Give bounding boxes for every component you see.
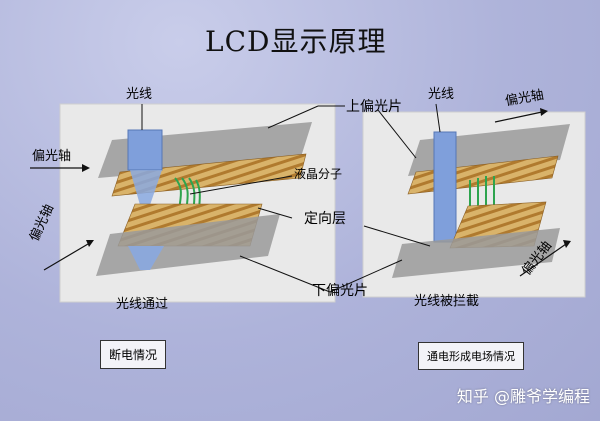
leader-lines [141,103,441,293]
left-axis-bottom-arrow [43,243,89,271]
left-axis-bottom-arrowhead [86,240,94,247]
left-light-label: 光线 [126,87,153,102]
left-upper-alignment-layer [111,153,307,197]
lc-molecule-label: 液晶分子 [294,167,343,181]
left-exit-light [128,246,164,270]
left-caption: 光线通过 [116,297,169,312]
lower-polarizer-label: 下偏光片 [312,283,368,299]
left-polar-axis-top-label: 偏光轴 [32,149,72,164]
watermark: 知乎 @雕爷学编程 [456,387,590,406]
left-light-cone-top [130,170,162,205]
right-axis-bottom-arrow [519,243,567,277]
left-light-beam [127,129,163,171]
right-state-box: 通电形成电场情况 [418,342,524,370]
alignment-layer-label: 定向层 [304,211,346,227]
right-light-label: 光线 [428,87,455,102]
right-axis-bottom-arrowhead [563,240,571,248]
right-axis-top-arrow [494,111,543,123]
left-state-box: 断电情况 [100,340,167,369]
left-axis-top-arrowhead [82,164,90,172]
upper-polarizer-label: 上偏光片 [346,99,402,115]
right-axis-top-arrowhead [540,108,548,116]
right-lower-polarizer [392,228,560,278]
right-caption: 光线被拦截 [414,294,480,309]
page-title: LCD显示原理 [205,25,387,58]
right-light-beam [433,131,457,243]
